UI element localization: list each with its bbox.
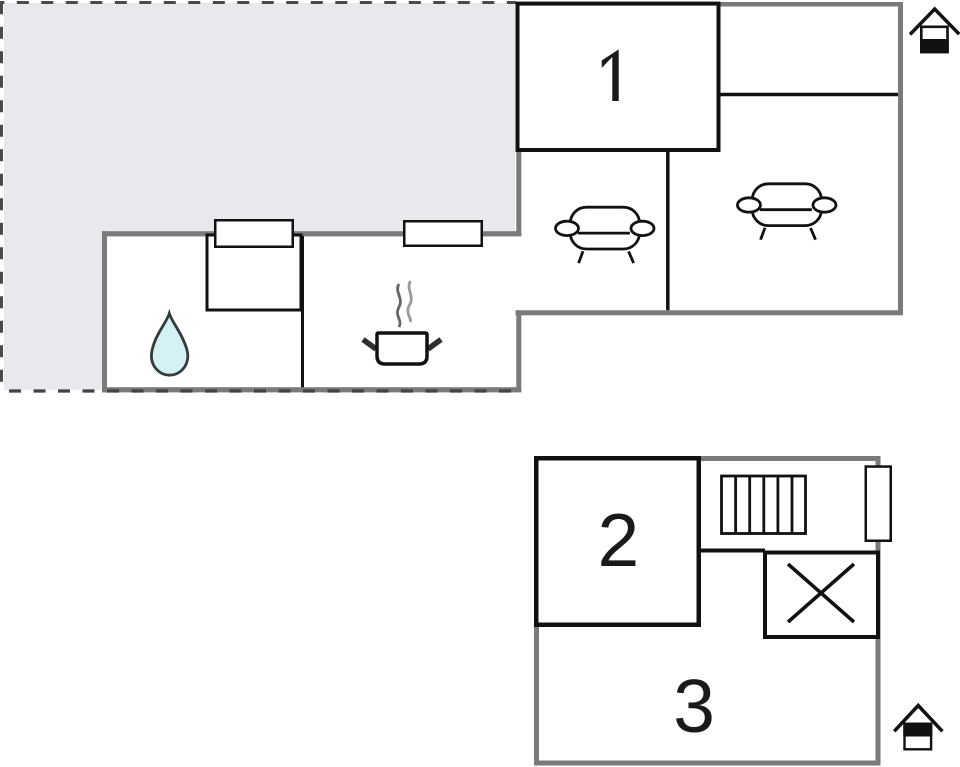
- svg-text:3: 3: [673, 664, 715, 748]
- svg-text:2: 2: [598, 498, 640, 582]
